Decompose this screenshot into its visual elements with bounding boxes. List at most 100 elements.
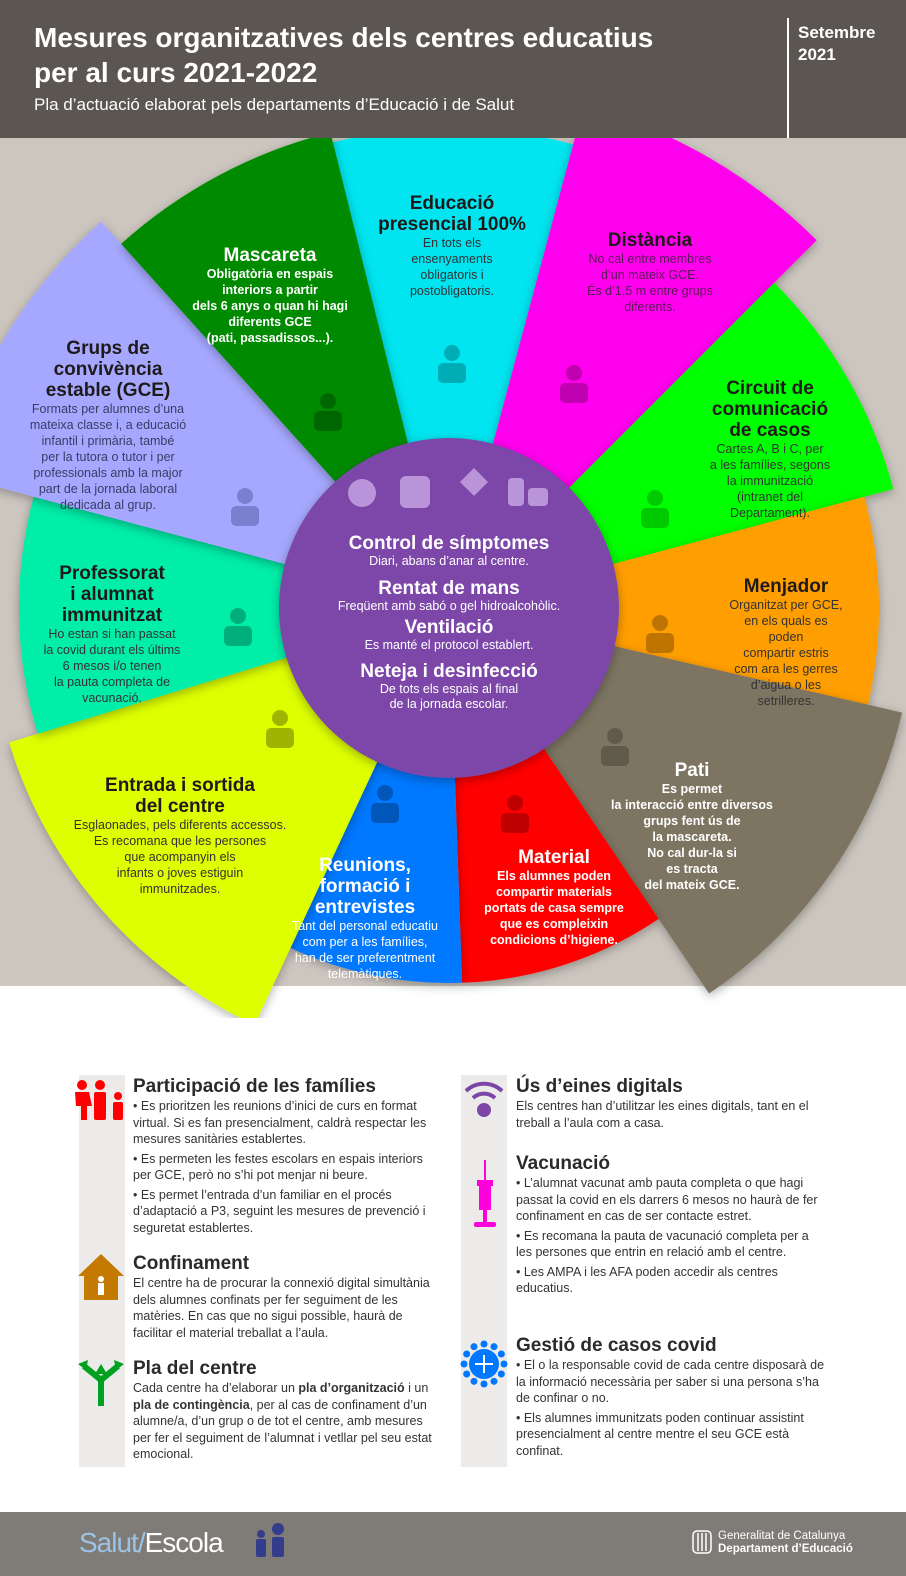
thermometer-head-icon (348, 479, 376, 507)
bullet-item: • Es prioritzen les reunions d’inici de … (133, 1099, 427, 1146)
section-title: Participació de les famílies (133, 1076, 376, 1097)
center-title: Control de símptomes (348, 533, 550, 554)
gov-name: Generalitat de Catalunya (718, 1530, 846, 1542)
section-families: Participació de les famílies • Es priori… (133, 1076, 443, 1239)
text-part: Cada centre ha d’elaborar un (133, 1381, 299, 1395)
bullet-item: • El o la responsable covid de cada cent… (516, 1358, 825, 1405)
segment-gce: Grups de convivència estable (GCE)Format… (30, 338, 186, 513)
section-confinament: Confinament El centre ha de procurar la … (133, 1253, 443, 1344)
segment-text: Formats per alumnes d’una mateixa classe… (29, 402, 187, 512)
segment-text: Es permet la interacció entre diversos g… (611, 782, 773, 892)
school-supplies-icon (501, 795, 529, 833)
center-title: Neteja i desinfecció (360, 661, 538, 682)
bullet-item: • Els alumnes immunitzats poden continua… (516, 1410, 804, 1458)
wedge-menjador (449, 496, 879, 705)
running-people-icon (266, 710, 294, 748)
generalitat-label: Generalitat de Catalunya Departament d’E… (718, 1530, 853, 1556)
center-title: Ventilació (404, 617, 494, 638)
segment-title: Reunions, formació i entrevistes (314, 855, 416, 918)
department-name: Departament d’Educació (718, 1543, 853, 1555)
section-pla-centre: Pla del centre Cada centre ha d’elaborar… (133, 1358, 443, 1466)
cleaning-icon (528, 488, 548, 506)
bullet-item: • Les AMPA i les AFA poden accedir als c… (516, 1264, 778, 1296)
center-text: Freqüent amb sabó o gel hidroalcohòlic. (337, 599, 561, 613)
center-circle (279, 438, 619, 778)
spray-icon (508, 478, 524, 506)
virus-crossed-icon (224, 608, 252, 646)
segment-text: Esglaonades, pels diferents accessos. Es… (73, 818, 287, 896)
segment-presencial: Educació presencial 100%En tots els ense… (378, 193, 526, 299)
center-text: De tots els espais al final de la jornad… (379, 682, 519, 711)
segment-text: Obligatòria en espais interiors a partir… (192, 267, 348, 345)
section-digitals: Ús d’eines digitals Els centres han d’ut… (516, 1076, 826, 1134)
section-vacunacio: Vacunació • L’alumnat vacunat amb pauta … (516, 1153, 826, 1300)
header (0, 0, 906, 138)
wifi-icon (464, 1081, 504, 1117)
bullet-item: • Es permeten les festes escolars en esp… (133, 1151, 423, 1183)
segment-text: Ho estan si han passat la covid durant e… (43, 627, 181, 705)
people-logo-icon (256, 1523, 284, 1557)
phone-chat-icon (641, 490, 669, 528)
logo-part: Salut/ (79, 1527, 146, 1558)
flower-pattern-icon (601, 728, 629, 766)
section-gestio-casos: Gestió de casos covid • El o la responsa… (516, 1335, 826, 1462)
bullet-item: • Es recomana la pauta de vacunació comp… (516, 1228, 809, 1260)
ventilation-icon (460, 468, 488, 496)
video-meeting-icon (371, 785, 399, 823)
page-title: Mesures organitzatives dels centres educ… (34, 22, 654, 88)
segment-title: Pati (674, 760, 710, 781)
section-title: Gestió de casos covid (516, 1335, 717, 1356)
segment-title: Grups de convivència estable (GCE) (45, 338, 171, 401)
bold-term: pla d’organització (298, 1381, 405, 1395)
segment-text: Els alumnes poden compartir materials po… (484, 869, 624, 947)
section-title: Pla del centre (133, 1358, 257, 1379)
plate-cutlery-icon (646, 615, 674, 653)
directions-arrows-icon (78, 1360, 124, 1406)
section-title: Vacunació (516, 1153, 610, 1174)
segment-title: Circuit de comunicació de casos (711, 378, 829, 441)
segment-title: Material (518, 847, 590, 868)
family-icon (75, 1080, 123, 1120)
hand-wash-icon (400, 476, 430, 508)
people-group-icon (438, 345, 466, 383)
center-text: Es manté el protocol establert. (364, 638, 534, 652)
salut-escola-logo: Salut/Escola (79, 1527, 224, 1559)
section-title: Ús d’eines digitals (516, 1076, 683, 1097)
center-text: Diari, abans d’anar al centre. (369, 554, 529, 568)
logo-part: Escola (144, 1527, 224, 1558)
segment-title: Professorat i alumnat immunitzat (59, 563, 165, 626)
header-divider (787, 18, 789, 138)
right-icon-bar (461, 1075, 507, 1467)
generalitat-emblem-icon (692, 1530, 712, 1554)
segment-title: Entrada i sortida del centre (105, 775, 255, 817)
segment-title: Educació presencial 100% (378, 193, 526, 235)
segment-text: Organitzat per GCE, en els quals es pode… (729, 598, 843, 708)
section-text: Els centres han d’utilitzar les eines di… (516, 1099, 809, 1130)
segment-text: Cartes A, B i C, per a les famílies, seg… (709, 442, 831, 520)
house-icon (78, 1254, 124, 1300)
virus-icon (460, 1340, 508, 1388)
bullet-item: • L’alumnat vacunat amb pauta completa o… (516, 1176, 818, 1223)
measures-wheel (0, 138, 903, 1018)
segment-title: Distància (607, 230, 693, 251)
section-text: El centre ha de procurar la connexió dig… (133, 1276, 430, 1340)
segment-text: En tots els ensenyaments obligatoris i p… (409, 236, 495, 298)
segment-title: Menjador (743, 576, 829, 597)
center-title: Rentat de mans (378, 578, 520, 599)
group-circle-icon (231, 488, 259, 526)
page-subtitle: Pla d’actuació elaborat pels departament… (34, 95, 515, 114)
syringe-icon (474, 1160, 496, 1227)
mask-head-icon (314, 393, 342, 431)
